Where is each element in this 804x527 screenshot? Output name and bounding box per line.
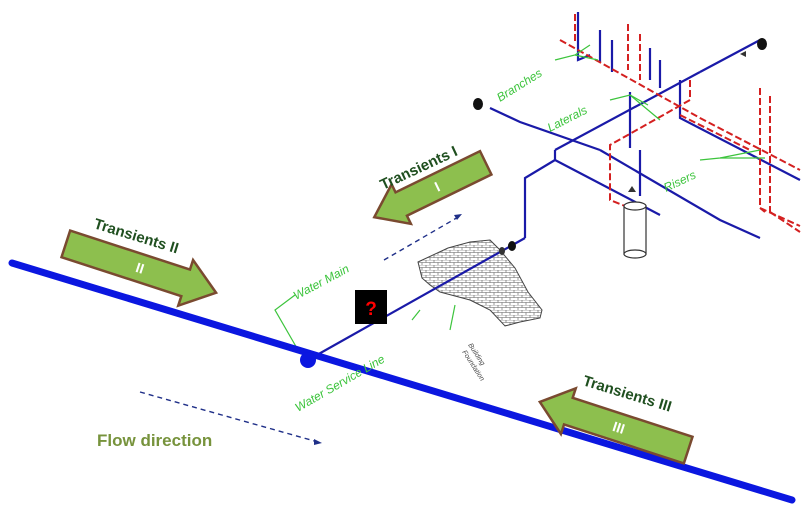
water-main-pipe xyxy=(8,259,796,504)
transients-3-roman: III xyxy=(611,418,627,437)
building-foundation xyxy=(417,239,543,327)
flow-dash-arrows xyxy=(139,215,461,443)
valve-icon xyxy=(473,38,767,255)
label-risers: Risers xyxy=(661,168,698,195)
label-water-main: Water Main xyxy=(291,261,352,302)
transients-1-arrow: I xyxy=(372,149,494,226)
transients-3-arrow: III xyxy=(537,386,695,465)
unknown-marker: ? xyxy=(355,290,387,324)
flow-arrow-heads xyxy=(314,214,462,445)
transients-2-arrow: II xyxy=(59,229,219,308)
transients-1-roman: I xyxy=(432,178,443,194)
red-risers xyxy=(559,14,801,233)
leader-lines xyxy=(274,44,765,351)
question-mark-icon: ? xyxy=(365,299,377,320)
tank-icon xyxy=(623,201,647,259)
flow-direction-label: Flow direction xyxy=(97,431,212,450)
label-branches: Branches xyxy=(494,66,544,105)
label-laterals: Laterals xyxy=(545,103,589,135)
